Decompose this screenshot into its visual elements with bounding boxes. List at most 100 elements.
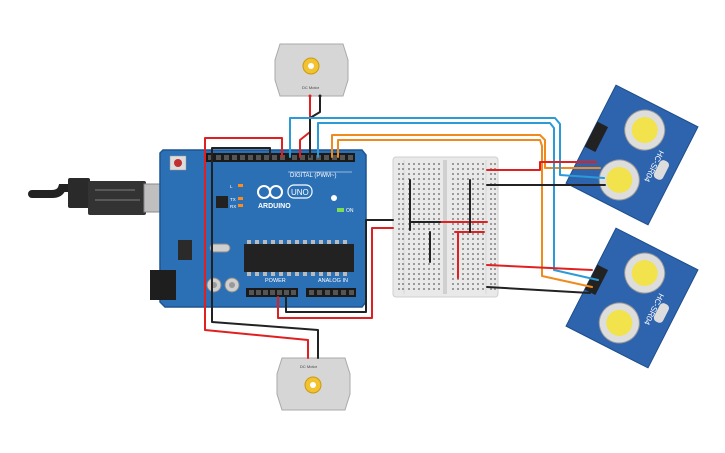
breadboard-hole	[423, 218, 425, 220]
breadboard-hole	[477, 173, 479, 175]
breadboard-hole	[494, 223, 496, 225]
rx-label: RX	[230, 204, 236, 209]
breadboard-hole	[418, 188, 420, 190]
breadboard-hole	[402, 168, 404, 170]
breadboard-hole	[433, 198, 435, 200]
breadboard-hole	[462, 248, 464, 250]
breadboard-hole	[433, 263, 435, 265]
wire-red	[299, 95, 311, 158]
breadboard-hole	[482, 208, 484, 210]
breadboard-hole	[482, 168, 484, 170]
breadboard-hole	[433, 283, 435, 285]
breadboard-hole	[438, 193, 440, 195]
breadboard-hole	[402, 233, 404, 235]
breadboard-hole	[482, 288, 484, 290]
breadboard-hole	[423, 203, 425, 205]
breadboard-hole	[428, 188, 430, 190]
breadboard-hole	[418, 193, 420, 195]
breadboard-hole	[452, 203, 454, 205]
breadboard-hole	[472, 243, 474, 245]
breadboard-hole	[428, 278, 430, 280]
breadboard-hole	[482, 193, 484, 195]
breadboard-hole	[402, 263, 404, 265]
breadboard-hole	[398, 283, 400, 285]
breadboard-hole	[477, 238, 479, 240]
wires	[204, 94, 606, 359]
breadboard-hole	[452, 173, 454, 175]
breadboard-hole	[418, 198, 420, 200]
breadboard-hole	[428, 208, 430, 210]
breadboard-hole	[452, 208, 454, 210]
breadboard-hole	[482, 243, 484, 245]
breadboard-hole	[402, 248, 404, 250]
breadboard-hole	[438, 188, 440, 190]
breadboard-hole	[494, 268, 496, 270]
breadboard-hole	[428, 223, 430, 225]
breadboard-hole	[472, 233, 474, 235]
breadboard-hole	[413, 268, 415, 270]
breadboard-hole	[490, 268, 492, 270]
breadboard-hole	[452, 258, 454, 260]
breadboard-hole	[472, 218, 474, 220]
breadboard-hole	[452, 198, 454, 200]
breadboard-hole	[472, 213, 474, 215]
breadboard-hole	[398, 248, 400, 250]
breadboard-hole	[398, 258, 400, 260]
breadboard-hole	[423, 213, 425, 215]
breadboard-hole	[413, 283, 415, 285]
breadboard-hole	[418, 258, 420, 260]
breadboard-hole	[472, 198, 474, 200]
breadboard-hole	[408, 248, 410, 250]
breadboard-hole	[418, 168, 420, 170]
breadboard-hole	[413, 233, 415, 235]
breadboard-hole	[482, 223, 484, 225]
breadboard-hole	[482, 258, 484, 260]
breadboard-hole	[490, 208, 492, 210]
breadboard-hole	[418, 263, 420, 265]
analog-label: ANALOG IN	[318, 278, 348, 284]
power-jack	[150, 270, 176, 300]
breadboard-hole	[413, 288, 415, 290]
breadboard-hole	[408, 278, 410, 280]
breadboard-hole	[477, 203, 479, 205]
breadboard-hole	[457, 193, 459, 195]
breadboard-hole	[467, 243, 469, 245]
breadboard-hole	[438, 233, 440, 235]
breadboard-hole	[477, 163, 479, 165]
breadboard-hole	[462, 178, 464, 180]
breadboard-hole	[418, 238, 420, 240]
breadboard-hole	[438, 183, 440, 185]
breadboard-hole	[413, 253, 415, 255]
breadboard-hole	[438, 173, 440, 175]
breadboard-hole	[433, 188, 435, 190]
breadboard-hole	[398, 233, 400, 235]
l-label: L	[230, 184, 233, 189]
breadboard-hole	[398, 173, 400, 175]
breadboard-hole	[408, 233, 410, 235]
breadboard-hole	[477, 168, 479, 170]
breadboard-hole	[490, 223, 492, 225]
breadboard-hole	[398, 183, 400, 185]
breadboard-hole	[402, 163, 404, 165]
breadboard-hole	[428, 193, 430, 195]
breadboard-hole	[490, 253, 492, 255]
breadboard-hole	[472, 278, 474, 280]
breadboard-hole	[462, 283, 464, 285]
breadboard-hole	[398, 273, 400, 275]
breadboard-hole	[457, 183, 459, 185]
breadboard-hole	[398, 208, 400, 210]
breadboard-hole	[477, 263, 479, 265]
breadboard-hole	[428, 168, 430, 170]
breadboard-hole	[477, 188, 479, 190]
breadboard-hole	[423, 193, 425, 195]
breadboard-hole	[452, 238, 454, 240]
breadboard-hole	[452, 248, 454, 250]
breadboard-hole	[494, 228, 496, 230]
power-label: POWER	[265, 278, 286, 284]
breadboard-hole	[438, 278, 440, 280]
breadboard-hole	[398, 163, 400, 165]
breadboard-hole	[402, 218, 404, 220]
breadboard-hole	[418, 253, 420, 255]
breadboard-hole	[408, 178, 410, 180]
breadboard-hole	[438, 248, 440, 250]
